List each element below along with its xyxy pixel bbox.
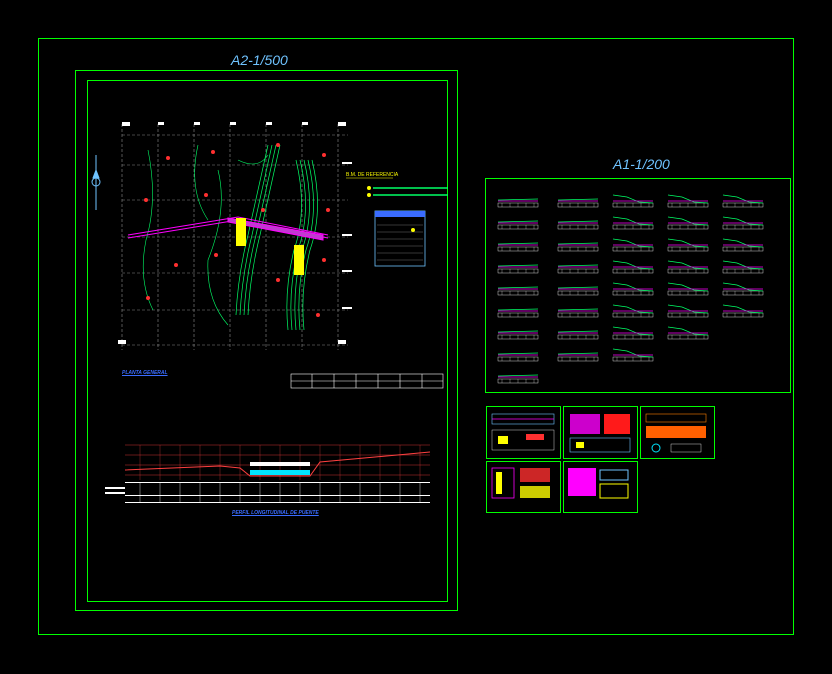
plan-title: PLANTA GENERAL (122, 370, 168, 376)
cross-section-cells (497, 194, 764, 384)
cross-section-thumb (612, 326, 654, 340)
detail-5-content (568, 468, 629, 499)
cross-section-thumb (557, 264, 599, 274)
cross-section-thumb (557, 198, 599, 208)
sheet-a2-inner (87, 80, 448, 602)
cross-section-thumb (497, 308, 539, 318)
detail-sheet-5 (563, 461, 638, 513)
coordinate-table (290, 373, 444, 389)
cross-section-thumb (722, 216, 764, 230)
cross-section-thumb (497, 264, 539, 274)
detail-sheet-2 (563, 406, 638, 459)
plan-general-drawing: B.M. DE REFERENCIA (91, 122, 448, 389)
cross-section-thumb (557, 308, 599, 318)
cross-section-thumb (612, 260, 654, 274)
plan-legend: B.M. DE REFERENCIA (346, 172, 448, 267)
cross-section-thumb (497, 286, 539, 296)
cross-section-thumb (557, 220, 599, 230)
cross-section-thumb (722, 260, 764, 274)
river-contours (235, 144, 318, 331)
profile-title: PERFIL LONGITUDINAL DE PUENTE (232, 510, 319, 516)
cross-section-thumb (667, 194, 709, 208)
cross-section-thumb (667, 282, 709, 296)
cross-section-thumb (497, 330, 539, 340)
sheet-a1-frame (485, 178, 791, 393)
cross-section-thumb (497, 374, 539, 384)
cross-sections-grid (497, 194, 764, 384)
detail-sheet-4 (486, 461, 561, 513)
cross-section-thumb (722, 238, 764, 252)
cross-section-thumb (612, 282, 654, 296)
profile-drawing (105, 444, 431, 503)
outer-frame (38, 38, 794, 635)
ground-line (124, 451, 431, 477)
north-arrow-icon (91, 155, 101, 210)
cross-section-thumb (557, 242, 599, 252)
cross-section-thumb (612, 216, 654, 230)
detail-4-content (491, 467, 550, 499)
river-water (250, 470, 310, 475)
bridge-deck (250, 462, 310, 466)
profile-grid-verticals (139, 445, 421, 480)
detail-sheet-1 (486, 406, 561, 459)
detail-sheet-3 (640, 406, 715, 459)
sheet-title-a1: A1-1/200 (613, 156, 670, 172)
terrain-contours (142, 144, 269, 326)
detail-1-content (491, 413, 555, 451)
cross-section-thumb (557, 352, 599, 362)
cross-section-thumb (667, 238, 709, 252)
cross-section-thumb (497, 198, 539, 208)
cross-section-thumb (612, 194, 654, 208)
cross-section-thumb (722, 282, 764, 296)
cross-section-thumb (612, 238, 654, 252)
bridge-abutments (236, 218, 304, 275)
survey-markers (144, 143, 330, 317)
cross-section-thumb (497, 242, 539, 252)
detail-drawings (491, 413, 707, 499)
plan-grid-ticks (118, 122, 352, 344)
cross-section-thumb (722, 304, 764, 318)
cross-section-thumb (557, 286, 599, 296)
cross-section-thumb (557, 330, 599, 340)
cross-section-thumb (612, 304, 654, 318)
plan-grid (121, 124, 348, 350)
detail-2-content (569, 414, 631, 453)
profile-station-lines (139, 482, 421, 502)
cross-section-thumb (497, 220, 539, 230)
cross-section-thumb (667, 216, 709, 230)
profile-ticks (105, 482, 430, 503)
sheet-title-a2: A2-1/500 (231, 52, 288, 68)
cross-section-thumb (667, 304, 709, 318)
sheet-a2-outer (75, 70, 458, 611)
cross-section-thumb (667, 326, 709, 340)
detail-3-content (645, 413, 707, 453)
svg-text:B.M. DE REFERENCIA: B.M. DE REFERENCIA (346, 172, 399, 178)
cross-section-thumb (667, 260, 709, 274)
cross-section-thumb (722, 194, 764, 208)
cross-section-thumb (497, 352, 539, 362)
cross-section-thumb (612, 348, 654, 362)
